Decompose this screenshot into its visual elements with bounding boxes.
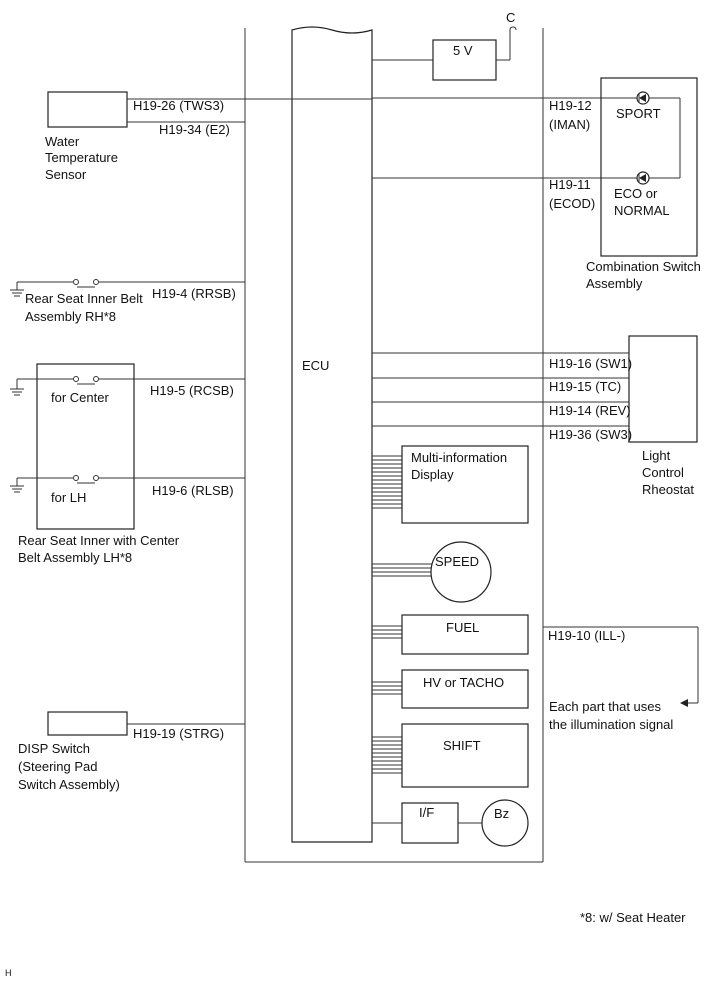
eco-indicator-icon: [636, 171, 650, 185]
fuel-gauge: FUEL: [372, 614, 529, 655]
disp-name-1: DISP Switch: [18, 741, 90, 756]
bus-lines: [372, 563, 432, 577]
combination-switch-name-1: Combination Switch: [586, 259, 701, 274]
interface-buzzer: I/F Bz: [372, 799, 529, 847]
rear-seat-inner-center-belt-lh: for Center H19-5 (RCSB) for LH H19-6 (RL…: [10, 363, 245, 565]
disp-switch: H19-19 (STRG) DISP Switch (Steering Pad …: [18, 711, 245, 792]
ground-symbol-icon: [10, 282, 24, 297]
pin-e2: H19-34 (E2): [159, 122, 230, 137]
sport-indicator-icon: [636, 91, 650, 105]
combination-switch-name-2: Assembly: [586, 276, 643, 291]
light-control-name-1: Light: [642, 448, 671, 463]
ecu-block: ECU: [291, 26, 373, 843]
multi-info-label-1: Multi-information: [411, 450, 507, 465]
pin-rlsb: H19-6 (RLSB): [152, 483, 234, 498]
shift-indicator: SHIFT: [372, 723, 529, 788]
pin-sw3: H19-36 (SW3): [549, 427, 632, 442]
sport-label: SPORT: [616, 106, 661, 121]
speed-label: SPEED: [435, 554, 479, 569]
pin-rcsb: H19-5 (RCSB): [150, 383, 234, 398]
pin-strg: H19-19 (STRG): [133, 726, 224, 741]
shift-label: SHIFT: [443, 738, 481, 753]
water-temp-name-1: Water: [45, 134, 80, 149]
bus-lines: [372, 736, 402, 774]
for-lh-label: for LH: [51, 490, 86, 505]
illumination-signal: H19-10 (ILL-) Each part that uses the il…: [543, 626, 699, 732]
disp-name-3: Switch Assembly): [18, 777, 120, 792]
if-label: I/F: [419, 805, 434, 820]
rear-lh-name-1: Rear Seat Inner with Center: [18, 533, 180, 548]
hv-tacho-label: HV or TACHO: [423, 675, 504, 690]
combination-switch-assembly: H19-12 (IMAN) SPORT H19-11 (ECOD) ECO or…: [372, 77, 701, 291]
footnote: *8: w/ Seat Heater: [580, 910, 686, 925]
pin-ecod-1: H19-11: [549, 177, 591, 192]
fuel-label: FUEL: [446, 620, 479, 635]
rear-rh-name-2: Assembly RH*8: [25, 309, 116, 324]
eco-label-1: ECO or: [614, 186, 658, 201]
pin-ill: H19-10 (ILL-): [548, 628, 625, 643]
pin-rev: H19-14 (REV): [549, 403, 631, 418]
belt-switch-icon: [73, 279, 99, 288]
combination-meter-outline: [244, 28, 544, 863]
water-temperature-sensor: H19-26 (TWS3) H19-34 (E2) Water Temperat…: [45, 91, 372, 182]
multi-information-display: Multi-information Display: [372, 445, 529, 524]
5v-label: 5 V: [453, 43, 473, 58]
belt-switch-icon: [73, 376, 99, 385]
pin-tws3: H19-26 (TWS3): [133, 98, 224, 113]
belt-switch-icon: [73, 475, 99, 484]
pin-ecod-2: (ECOD): [549, 196, 595, 211]
bus-lines: [372, 625, 402, 639]
water-temp-name-3: Sensor: [45, 167, 87, 182]
illumination-target-2: the illumination signal: [549, 717, 673, 732]
light-control-name-2: Control: [642, 465, 684, 480]
eco-label-2: NORMAL: [614, 203, 670, 218]
speed-gauge: SPEED: [372, 541, 492, 603]
ground-symbol-icon: [10, 379, 24, 396]
pin-iman-2: (IMAN): [549, 117, 590, 132]
node-c-label: C: [506, 10, 515, 25]
pin-tc: H19-15 (TC): [549, 379, 621, 394]
bus-lines: [372, 455, 402, 509]
rear-lh-name-2: Belt Assembly LH*8: [18, 550, 132, 565]
ground-symbol-icon: [10, 478, 24, 493]
rear-seat-inner-belt-rh: H19-4 (RRSB) Rear Seat Inner Belt Assemb…: [10, 279, 245, 324]
water-temp-name-2: Temperature: [45, 150, 118, 165]
multi-info-label-2: Display: [411, 467, 454, 482]
illumination-target-1: Each part that uses: [549, 699, 662, 714]
buzzer-label: Bz: [494, 806, 509, 821]
ecu-label: ECU: [302, 358, 329, 373]
light-control-rheostat: H19-16 (SW1) H19-15 (TC) H19-14 (REV) H1…: [372, 335, 698, 497]
disp-name-2: (Steering Pad: [18, 759, 98, 774]
corner-mark: H: [5, 968, 12, 978]
arrow-left-icon: [680, 699, 688, 707]
bus-lines: [372, 681, 402, 695]
hv-tacho-gauge: HV or TACHO: [372, 669, 529, 709]
pin-sw1: H19-16 (SW1): [549, 356, 632, 371]
light-control-name-3: Rheostat: [642, 482, 694, 497]
for-center-label: for Center: [51, 390, 109, 405]
5v-supply: 5 V C: [372, 10, 517, 81]
pin-iman-1: H19-12: [549, 98, 592, 113]
pin-rrsb: H19-4 (RRSB): [152, 286, 236, 301]
rear-rh-name-1: Rear Seat Inner Belt: [25, 291, 143, 306]
